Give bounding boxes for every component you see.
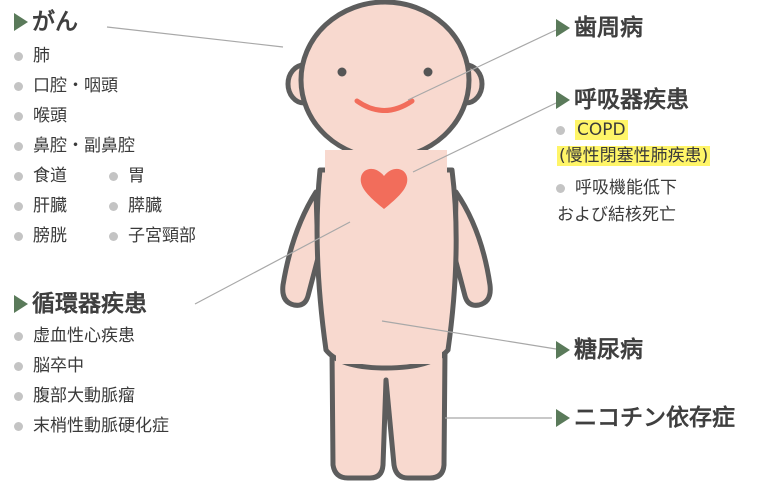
list-item: 呼吸機能低下 および結核死亡 xyxy=(556,175,710,229)
cancer-heading: がん xyxy=(14,8,204,36)
bullet-icon xyxy=(14,331,23,341)
list-item: 喉頭 xyxy=(14,101,204,131)
list-item: 脳卒中 xyxy=(14,351,169,381)
item-label: 喉頭 xyxy=(33,106,67,126)
item-label: 胃 xyxy=(128,166,145,186)
list-item: 末梢性動脈硬化症 xyxy=(14,411,169,441)
item-label: 口腔・咽頭 xyxy=(33,76,118,96)
cancer-list: 肺 口腔・咽頭 喉頭 鼻腔・副鼻腔 食道 胃 肝臓 膵臓 膀胱 子宮頸部 xyxy=(14,41,204,251)
leader-lines xyxy=(106,26,557,419)
item-label: 肺 xyxy=(33,46,50,66)
list-item: 鼻腔・副鼻腔 xyxy=(14,131,204,161)
bullet-icon xyxy=(14,81,23,91)
triangle-marker-icon xyxy=(556,341,570,359)
list-item: 口腔・咽頭 xyxy=(14,71,204,101)
left-eye xyxy=(337,67,347,77)
list-item: 腹部大動脈瘤 xyxy=(14,381,169,411)
list-item: 肺 xyxy=(14,41,204,71)
item-label: 虚血性心疾患 xyxy=(33,326,135,346)
cancer-heading-text: がん xyxy=(32,9,78,35)
diabetes-heading-text: 糖尿病 xyxy=(574,337,643,363)
copd-label: COPD xyxy=(575,120,628,140)
bullet-icon xyxy=(109,171,118,181)
periodontal-section: 歯周病 xyxy=(556,14,643,42)
item-label: 食道 xyxy=(33,166,67,186)
bullet-icon xyxy=(14,201,23,211)
bullet-icon xyxy=(109,201,118,211)
respiratory-function-text: 呼吸機能低下 および結核死亡 xyxy=(557,175,677,229)
cancer-section: がん 肺 口腔・咽頭 喉頭 鼻腔・副鼻腔 食道 胃 肝臓 膵臓 膀胱 子宮頸部 xyxy=(14,8,204,251)
bullet-icon xyxy=(14,391,23,401)
bullet-icon xyxy=(14,421,23,431)
item-label: 子宮頸部 xyxy=(128,226,196,246)
item-label: 脳卒中 xyxy=(33,356,84,376)
copd-text: COPD (慢性閉塞性肺疾患) xyxy=(557,117,711,169)
list-item-pair: 食道 胃 xyxy=(14,161,204,191)
respiratory-heading: 呼吸器疾患 xyxy=(556,86,710,114)
heart-icon xyxy=(360,168,408,209)
bullet-icon xyxy=(14,51,23,61)
item-label: 膀胱 xyxy=(33,226,67,246)
item-label: 肝臓 xyxy=(33,196,67,216)
list-item-pair: 肝臓 膵臓 xyxy=(14,191,204,221)
nicotine-heading: ニコチン依存症 xyxy=(556,404,735,432)
item-label: 鼻腔・副鼻腔 xyxy=(33,136,135,156)
nicotine-section: ニコチン依存症 xyxy=(556,404,735,432)
mouth xyxy=(354,98,415,113)
copd-fullname: (慢性閉塞性肺疾患) xyxy=(557,146,711,166)
triangle-marker-icon xyxy=(556,91,570,109)
diabetes-heading: 糖尿病 xyxy=(556,336,643,364)
bullet-icon xyxy=(14,171,23,181)
bullet-icon xyxy=(14,231,23,241)
bullet-icon xyxy=(14,111,23,121)
triangle-marker-icon xyxy=(14,295,28,313)
circulatory-heading-text: 循環器疾患 xyxy=(32,291,147,317)
respiratory-heading-text: 呼吸器疾患 xyxy=(574,87,689,113)
list-item-pair: 膀胱 子宮頸部 xyxy=(14,221,204,251)
triangle-marker-icon xyxy=(556,409,570,427)
nicotine-heading-text: ニコチン依存症 xyxy=(574,405,735,431)
periodontal-heading-text: 歯周病 xyxy=(574,15,643,41)
respiratory-list: COPD (慢性閉塞性肺疾患) 呼吸機能低下 および結核死亡 xyxy=(556,117,711,229)
list-item: 虚血性心疾患 xyxy=(14,321,169,351)
triangle-marker-icon xyxy=(556,19,570,37)
item-label: および結核死亡 xyxy=(557,205,676,225)
circulatory-section: 循環器疾患 虚血性心疾患 脳卒中 腹部大動脈瘤 末梢性動脈硬化症 xyxy=(14,290,169,441)
bullet-icon xyxy=(556,184,565,193)
respiratory-section: 呼吸器疾患 COPD (慢性閉塞性肺疾患) 呼吸機能低下 および結核死亡 xyxy=(556,86,711,229)
periodontal-heading: 歯周病 xyxy=(556,14,643,42)
circulatory-list: 虚血性心疾患 脳卒中 腹部大動脈瘤 末梢性動脈硬化症 xyxy=(14,321,169,441)
right-eye xyxy=(423,67,433,77)
item-label: 呼吸機能低下 xyxy=(575,178,677,198)
diabetes-section: 糖尿病 xyxy=(556,336,643,364)
item-label: 腹部大動脈瘤 xyxy=(33,386,135,406)
list-item: COPD (慢性閉塞性肺疾患) xyxy=(556,117,711,169)
item-label: 末梢性動脈硬化症 xyxy=(33,416,169,436)
bullet-icon xyxy=(14,141,23,151)
triangle-marker-icon xyxy=(14,13,28,31)
bullet-icon xyxy=(109,231,118,241)
bullet-icon xyxy=(14,361,23,371)
bullet-icon xyxy=(556,126,565,135)
circulatory-heading: 循環器疾患 xyxy=(14,290,169,318)
item-label: 膵臓 xyxy=(128,196,162,216)
